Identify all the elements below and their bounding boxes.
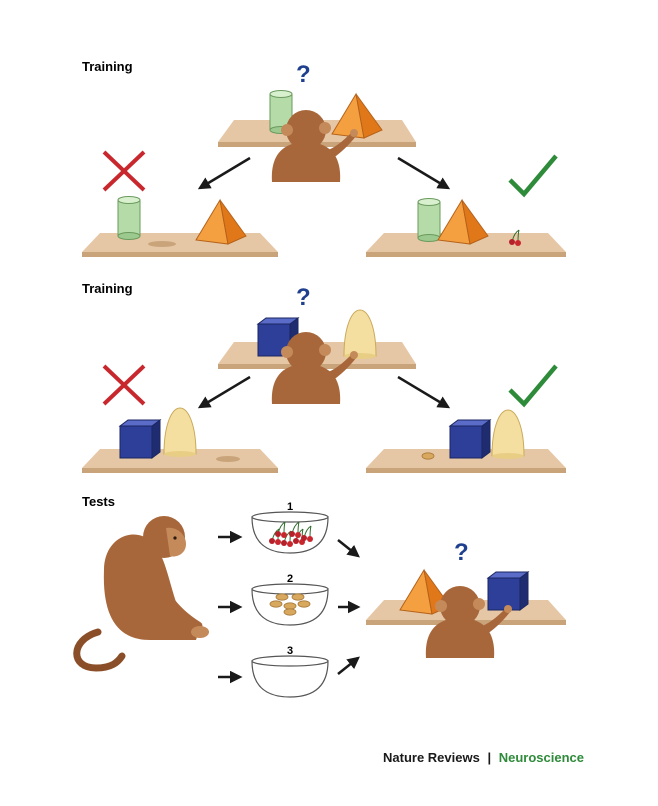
bowl-3: 3 <box>251 645 329 698</box>
cylinder-object <box>117 196 141 240</box>
credit-separator: | <box>487 750 491 765</box>
pyramid-object <box>437 199 489 245</box>
seated-monkey <box>73 516 209 672</box>
pyramid-object <box>195 199 247 245</box>
cone-object <box>491 409 525 460</box>
wrong-mark-icon <box>102 150 146 192</box>
cone-object <box>163 407 197 458</box>
question-mark: ? <box>296 284 311 311</box>
cube-object <box>449 419 491 459</box>
peanut-reward-icon <box>421 452 435 460</box>
bowl-number: 2 <box>287 573 293 585</box>
cube-object <box>487 571 529 611</box>
arrow-left <box>197 156 251 190</box>
arrow-from-bowl-3 <box>337 656 360 675</box>
question-mark: ? <box>454 539 469 566</box>
bowl-2: 2 <box>251 573 329 626</box>
credit-line: Nature Reviews | Neuroscience <box>383 750 584 765</box>
credit-subject: Neuroscience <box>499 750 584 765</box>
section-label-training-2: Training <box>82 281 133 296</box>
bowl-number: 3 <box>287 645 293 657</box>
bowl-number: 1 <box>287 501 293 513</box>
correct-mark-icon <box>508 364 558 408</box>
left-table-1 <box>82 233 278 257</box>
cube-object <box>119 419 161 459</box>
correct-mark-icon <box>508 154 558 198</box>
cylinder-object <box>417 198 441 242</box>
arrow-left <box>197 375 251 409</box>
arrow-from-bowl-1 <box>337 539 360 558</box>
arrow-right <box>397 156 451 190</box>
credit-journal: Nature Reviews <box>383 750 480 765</box>
section-label-training-1: Training <box>82 59 133 74</box>
question-mark: ? <box>296 61 311 88</box>
wrong-mark-icon <box>102 364 146 406</box>
section-label-tests: Tests <box>82 494 115 509</box>
arrow-right <box>397 375 451 409</box>
cone-object <box>343 309 377 360</box>
bowl-1: 1 <box>251 501 329 554</box>
